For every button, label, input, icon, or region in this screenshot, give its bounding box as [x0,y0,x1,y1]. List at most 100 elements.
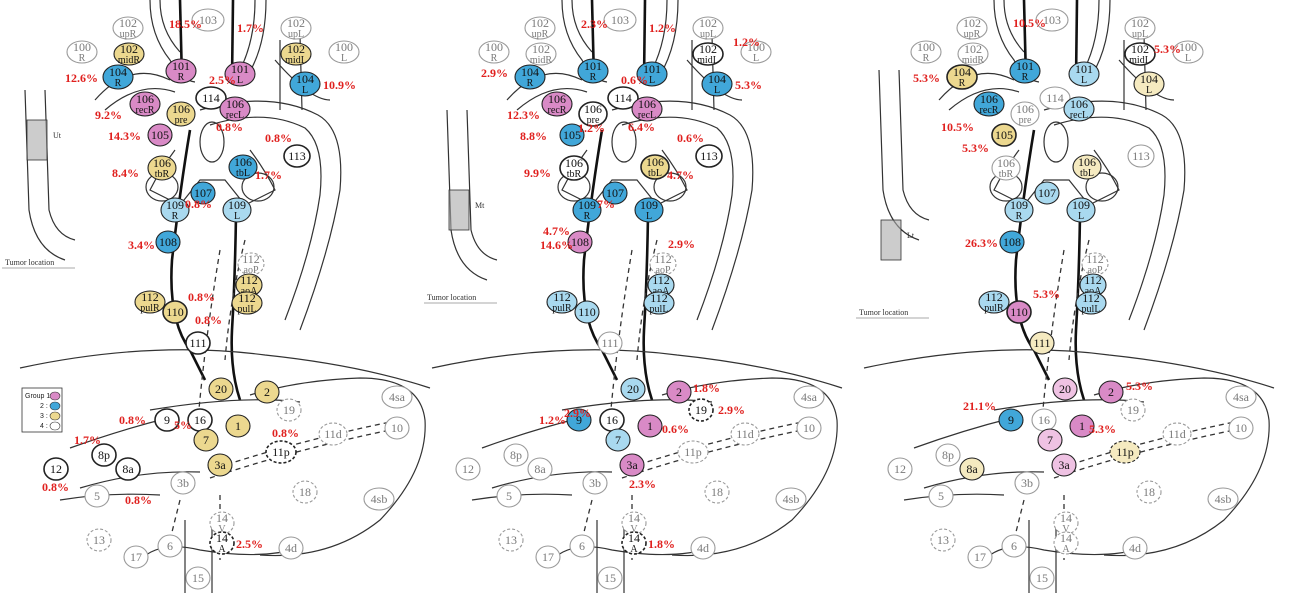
node-109L: 109L [635,198,663,222]
node-label: 15 [192,571,204,585]
node-107: 107 [1035,182,1059,204]
node-label: 8p [510,448,522,462]
node-label: 20 [627,382,639,396]
node-6: 6 [158,535,182,557]
node-label: 3a [214,458,226,472]
node-label: 106 [1070,97,1088,111]
node-label: 111 [189,336,206,350]
node-sublabel: R [178,72,185,83]
node-label: 101 [1016,59,1034,73]
node-sublabel: L [649,75,655,86]
percentage-label: 5.3% [1154,42,1181,56]
node-label: 5 [506,489,512,503]
node-label: 100 [1179,40,1197,54]
node-label: 112 [1084,273,1102,287]
percentage-label: 9.2% [95,108,122,122]
node-label: 107 [1038,186,1056,200]
node-label: 3b [589,476,601,490]
node-label: 102 [1131,16,1149,30]
node-10: 10 [1229,417,1253,439]
percentage-label: 2.9% [668,237,695,251]
node-label: 112 [1082,291,1100,305]
percentage-label: 10.5% [941,120,974,134]
node-label: 6 [167,539,173,553]
node-14A: 14A [622,531,646,555]
node-sublabel: recR [548,105,567,116]
percentage-label: 0.8% [216,120,243,134]
node-label: 106 [1078,155,1096,169]
percentage-label: 2.5% [236,537,263,551]
node-2: 2 [1099,381,1123,403]
percentage-label: 0.8% [125,493,152,507]
node-sublabel: R [1022,72,1029,83]
node-109L: 109L [1067,198,1095,222]
node-3a: 3a [1052,454,1076,476]
node-label: 11d [736,427,754,441]
node-sublabel: R [1016,211,1023,222]
node-sublabel: pulR [552,303,572,314]
node-13: 13 [499,529,523,551]
node-label: 14 [628,511,640,525]
node-4d: 4d [279,537,303,559]
node-label: 4sa [1233,390,1250,404]
node-8a: 8a [960,458,984,480]
node-label: 109 [640,198,658,212]
node-label: 110 [578,305,596,319]
node-18: 18 [1137,481,1161,503]
node-109R: 109R [1005,198,1033,222]
node-label: 112 [242,252,260,266]
percentage-label: 1.2% [649,21,676,35]
node-10: 10 [385,417,409,439]
node-113: 113 [284,145,310,167]
node-label: 15 [604,571,616,585]
node-sublabel: midL [1129,55,1151,66]
node-label: 114 [1046,91,1064,105]
percentage-label: 0.8% [195,313,222,327]
node-sublabel: R [527,78,534,89]
legend-swatch [50,422,60,430]
percentage-label: 0.6% [677,131,704,145]
node-label: 113 [288,149,306,163]
legend-swatch [50,402,60,410]
node-102upL: 102upL [693,16,723,40]
node-15: 15 [598,567,622,589]
percentage-label: 5.3% [1126,379,1153,393]
percentage-label: 14.6% [540,238,573,252]
percentage-label: 0.8% [265,131,292,145]
node-110: 110 [163,301,187,323]
node-label: 104 [953,65,971,79]
node-label: 102 [699,16,717,30]
node-100R: 100R [911,40,941,64]
node-label: 17 [974,550,986,564]
node-4sa: 4sa [794,386,824,408]
node-label: 14 [216,511,228,525]
node-sublabel: L [237,75,243,86]
node-2: 2 [667,381,691,403]
node-110: 110 [575,301,599,323]
node-label: 19 [695,403,707,417]
node-label: 4sb [1215,492,1232,506]
node-104L: 104L [290,72,320,96]
legend-entry: 2 : [40,403,48,410]
node-label: 8p [942,448,954,462]
node-label: 12 [50,462,62,476]
node-108: 108 [156,231,180,253]
node-label: 17 [542,550,554,564]
node-label: 19 [283,403,295,417]
node-label: 6 [579,539,585,553]
node-label: 112 [654,252,672,266]
node-106tbR: 106tbR [148,156,176,180]
node-101L: 101L [1069,62,1099,86]
node-102midL: 102midL [1125,42,1155,66]
percentage-label: 6.4% [628,120,655,134]
node-label: 1 [235,419,241,433]
node-11d: 11d [1163,423,1191,445]
percentage-label: 2.9% [481,66,508,80]
node-label: 112 [1086,252,1104,266]
percentage-label: 12.6% [65,71,98,85]
node-sublabel: upR [120,29,137,40]
node-sublabel: tbR [999,169,1014,180]
node-17: 17 [124,546,148,568]
node-sublabel: upL [700,29,716,40]
node-label: 114 [202,91,220,105]
